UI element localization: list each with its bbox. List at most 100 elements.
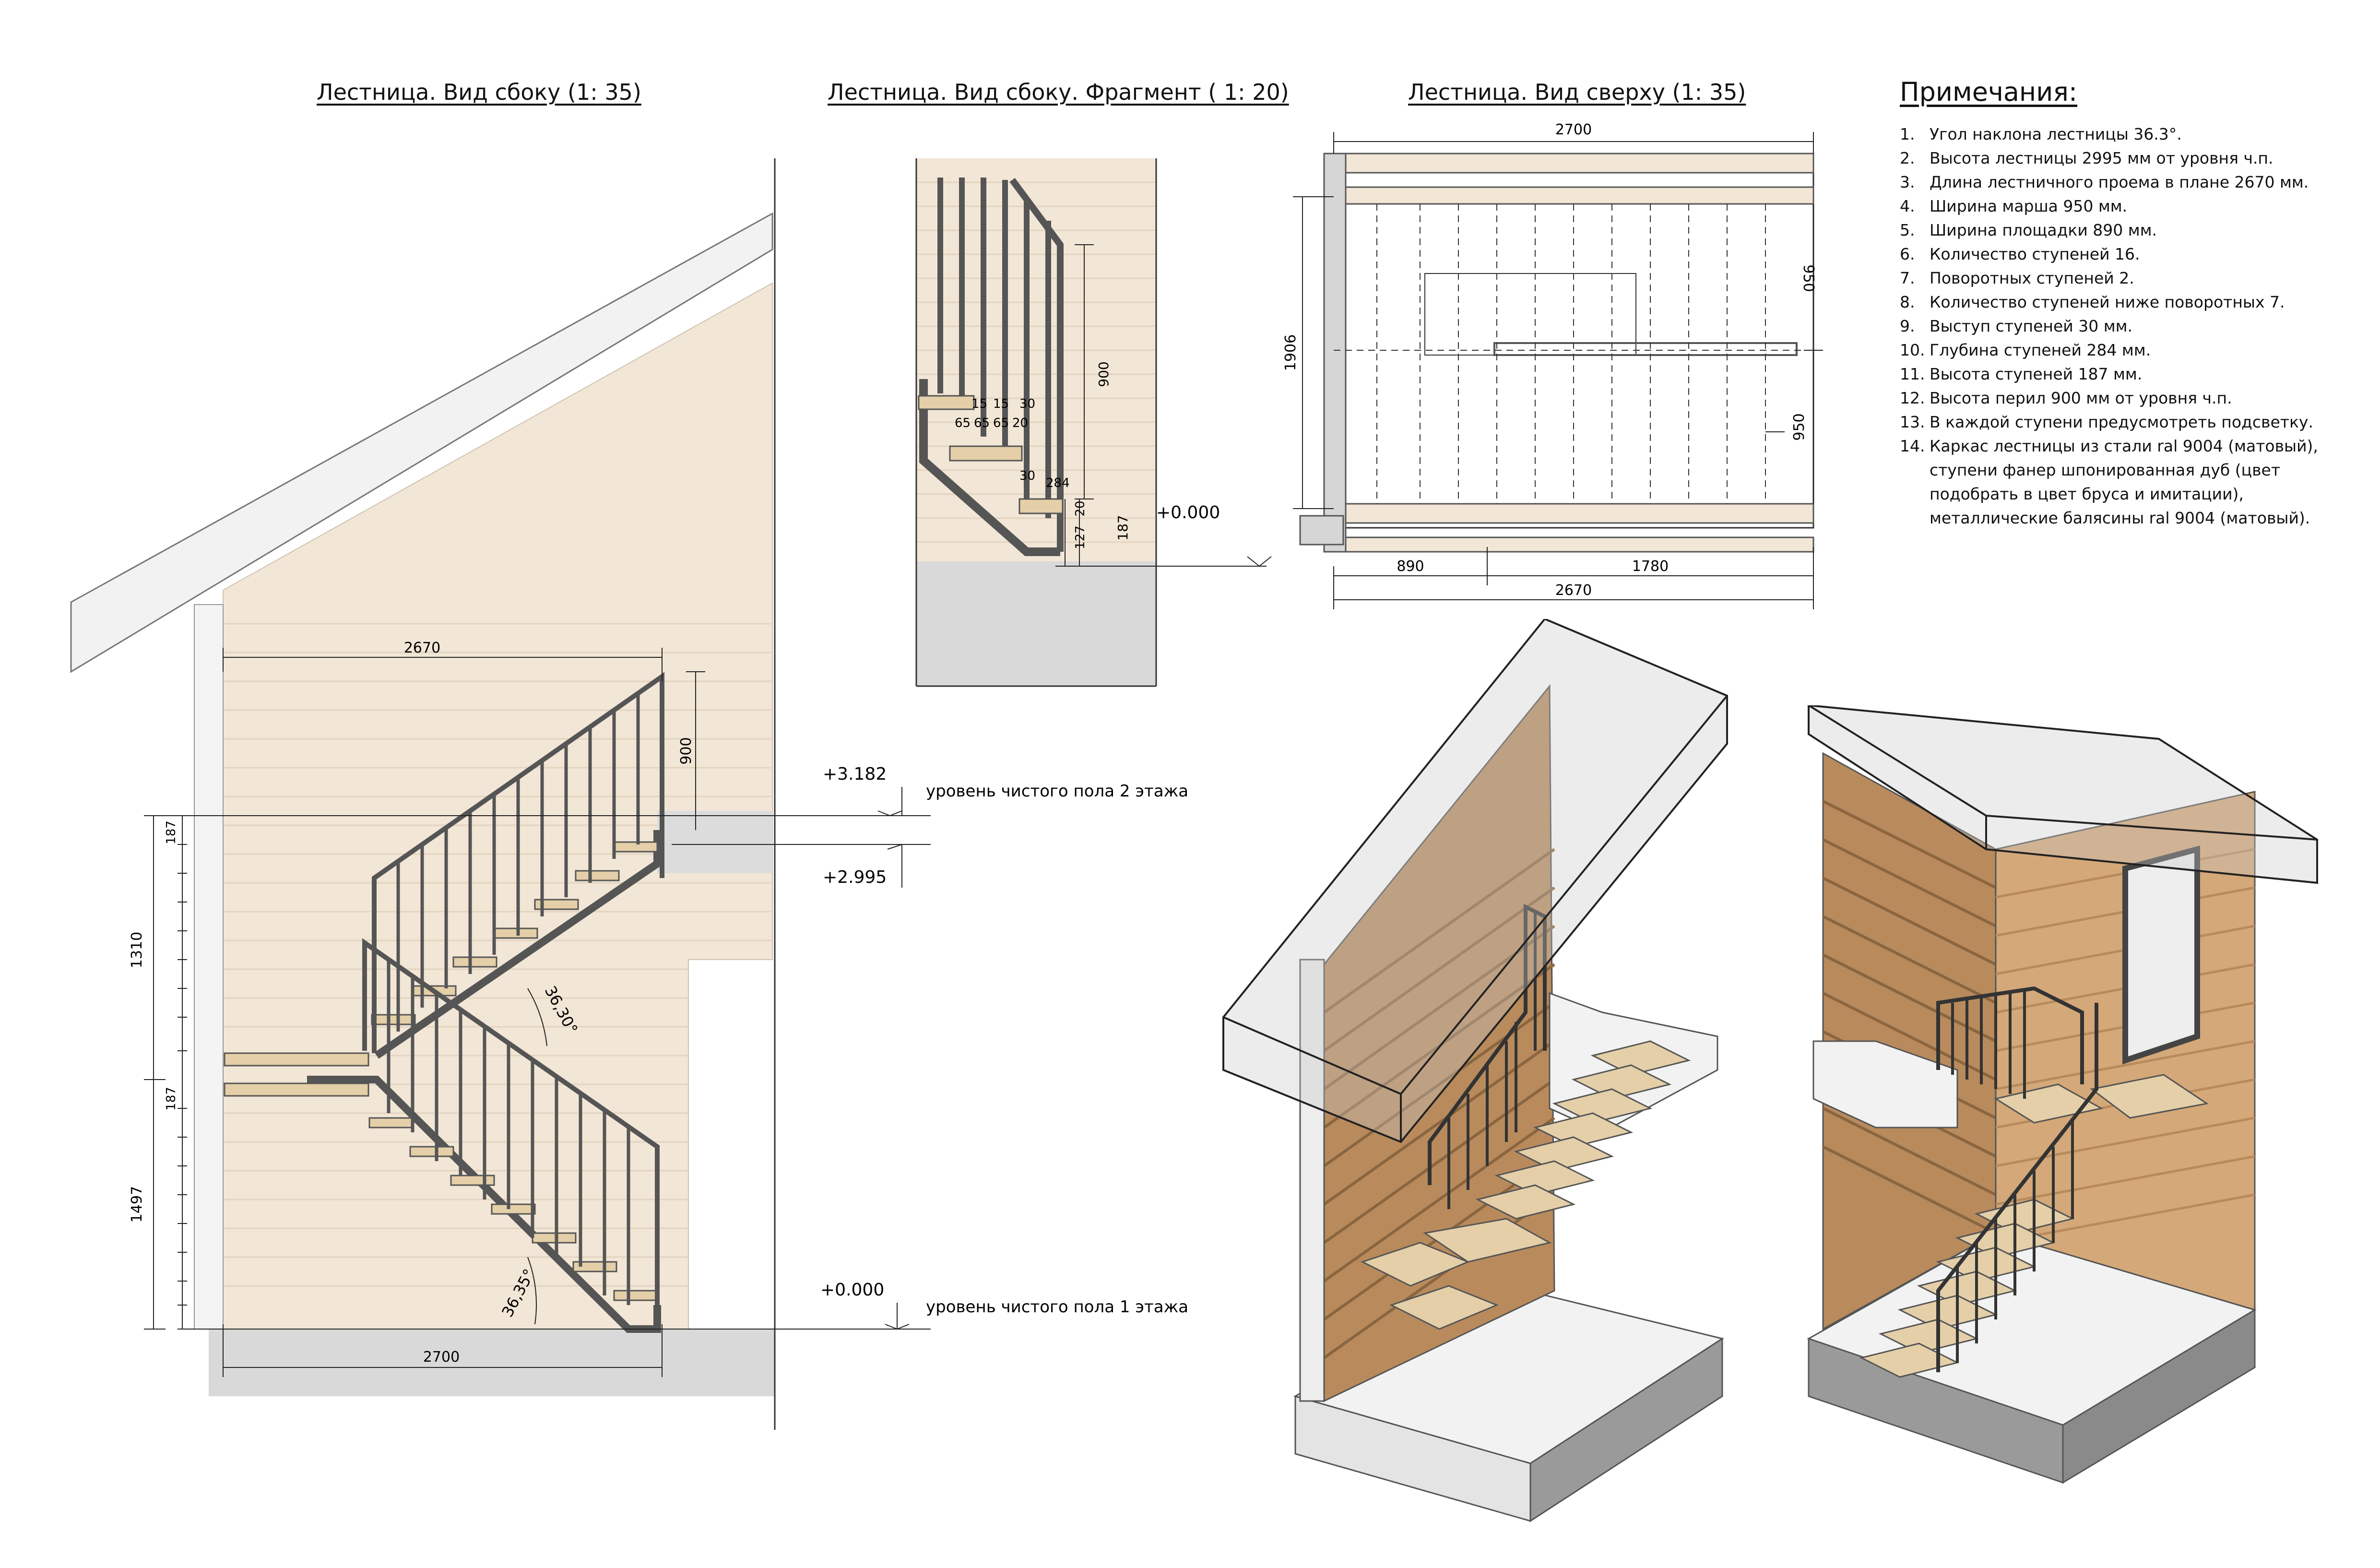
top-dim-lines	[1293, 132, 1823, 609]
iso1-roof-box	[1222, 619, 1728, 1143]
fragment-dim-20b: 20	[1073, 500, 1088, 516]
top-beam	[1333, 153, 1814, 174]
iso1-balusters	[1447, 912, 1537, 1209]
fragment-treads	[918, 395, 1064, 514]
dim-rail-height: 900	[678, 737, 695, 764]
level-2-mark: +3.182	[823, 764, 887, 784]
iso2-roof-box	[1808, 705, 2318, 884]
note-item: 8.Количество ступеней ниже поворотных 7.	[1900, 293, 2285, 311]
fragment-dim-30: 30	[1019, 397, 1035, 411]
note-item: 13.В каждой ступени предусмотреть подсве…	[1900, 413, 2313, 431]
note-item: 6.Количество ступеней 16.	[1900, 245, 2140, 263]
top-dim-right-bottom: 950	[1791, 413, 1808, 440]
notes-list: 1.Угол наклона лестницы 36.3°. 2.Высота …	[1900, 122, 2360, 530]
side-level-markers	[877, 810, 910, 1330]
iso2-upper-slab	[1812, 1040, 1958, 1128]
fragment-balusters	[937, 178, 1051, 518]
fragment-dim-20: 20	[1012, 416, 1028, 430]
iso2-roof-edge	[1808, 705, 1987, 817]
top-dim-left: 1906	[1282, 334, 1299, 371]
top-view-drawing: 2700 1906 950 950 890 1780 2670	[1282, 121, 1823, 609]
stringer-upper	[374, 830, 661, 1059]
wall-planks	[223, 623, 772, 1287]
top-beam	[1333, 503, 1814, 524]
top-tread-lines	[1334, 204, 1813, 504]
fragment-dim-900: 900	[1096, 361, 1112, 387]
fragment-dim-30b: 30	[1019, 469, 1035, 483]
title-side-view: Лестница. Вид сбоку (1: 35)	[317, 79, 641, 105]
fragment-view-drawing: 900 65 65 65 15 15 30 20 30 284 127 20 1…	[915, 158, 1272, 687]
fragment-level: +0.000	[1156, 503, 1220, 523]
landing	[224, 1052, 369, 1067]
top-dim-bottom-right: 1780	[1632, 558, 1669, 575]
isometric-view-left	[1222, 619, 1728, 1522]
iso2-handrail	[1936, 1003, 2098, 1372]
level-2-text: уровень чистого пола 2 этажа	[926, 782, 1188, 801]
note-item: 11.Высота ступеней 187 мм.	[1900, 365, 2143, 383]
floor-slab-2	[657, 811, 772, 873]
note-item: 2.Высота лестницы 2995 мм от уровня ч.п.	[1900, 149, 2273, 167]
dim-lower-flight: 1497	[129, 1186, 145, 1223]
iso1-handrail	[1428, 903, 1547, 1185]
iso1-post	[1299, 959, 1325, 1402]
iso2-handrail-upper	[1936, 986, 2084, 1084]
isometric-view-right	[1807, 705, 2318, 1484]
iso1-roof-edge	[1400, 695, 1728, 1095]
note-item: 5.Ширина площадки 890 мм.	[1900, 221, 2157, 239]
fragment-dim-15: 15	[971, 397, 987, 411]
level-1-text: уровень чистого пола 1 этажа	[926, 1297, 1188, 1317]
wall-post	[194, 604, 224, 1330]
note-item: 1.Угол наклона лестницы 36.3°.	[1900, 125, 2182, 143]
note-item: 4.Ширина марша 950 мм.	[1900, 197, 2128, 215]
dim-bottom-width: 2700	[423, 1349, 460, 1366]
iso2-window	[2122, 845, 2200, 1065]
level-2995-mark: +2.995	[823, 867, 887, 887]
dim-riser: 187	[164, 1087, 178, 1111]
fragment-dim-187: 187	[1115, 515, 1131, 540]
side-dimension-lines	[144, 648, 931, 1377]
note-item: 14.Каркас лестницы из стали ral 9004 (ма…	[1900, 437, 2318, 527]
fragment-wall-planks	[916, 181, 1156, 543]
iso1-floor-front	[1529, 1337, 1723, 1522]
note-item: 7.Поворотных ступеней 2.	[1900, 269, 2134, 287]
note-item: 12.Высота перил 900 мм от уровня ч.п.	[1900, 389, 2232, 407]
top-dim-top: 2700	[1555, 121, 1592, 138]
notes-title: Примечания:	[1900, 77, 2078, 107]
fragment-dim-65: 65	[974, 416, 990, 430]
fragment-dim-284: 284	[1046, 476, 1070, 490]
iso1-roof-edge	[1223, 1016, 1401, 1095]
dim-top-width: 2670	[404, 640, 440, 656]
roof-slab	[70, 212, 773, 673]
balusters-lower	[387, 960, 630, 1305]
level-1-mark: +0.000	[820, 1280, 884, 1300]
handrail-lower	[362, 938, 660, 1324]
landing-lower	[224, 1082, 369, 1097]
iso2-balusters	[1951, 989, 2074, 1363]
fragment-dim-lines	[1055, 244, 1272, 567]
dim-upper-flight: 1310	[129, 932, 145, 968]
iso1-treads	[1361, 1040, 1691, 1330]
fragment-floor	[916, 561, 1156, 686]
balusters-upper	[396, 693, 640, 1032]
iso2-treads	[1859, 1074, 2209, 1378]
side-view-drawing: 2670 2700 900 1310 1497 187 187 36,30° 3…	[70, 158, 1188, 1430]
title-top-view: Лестница. Вид сверху (1: 35)	[1408, 79, 1746, 105]
top-dim-right-top: 950	[1800, 264, 1817, 292]
riser-ticks	[178, 844, 187, 1306]
iso2-roof-edge	[1986, 815, 2318, 841]
note-item: 9.Выступ ступеней 30 мм.	[1900, 317, 2133, 335]
top-beam	[1333, 536, 1814, 553]
iso2-floor-front	[2062, 1308, 2256, 1484]
dim-riser: 187	[164, 820, 178, 844]
fragment-handrail	[1009, 178, 1064, 552]
title-fragment-view: Лестница. Вид сбоку. Фрагмент ( 1: 20)	[828, 79, 1289, 105]
floor-slab-1	[209, 1329, 775, 1396]
fragment-dim-65: 65	[955, 416, 971, 430]
top-dim-bottom-left: 890	[1397, 558, 1424, 575]
top-wall-left	[1323, 153, 1347, 553]
top-wall-post	[1299, 515, 1344, 546]
fragment-stringer	[919, 379, 1060, 556]
top-dim-bottom-total: 2670	[1555, 582, 1592, 599]
top-beam	[1333, 186, 1814, 205]
